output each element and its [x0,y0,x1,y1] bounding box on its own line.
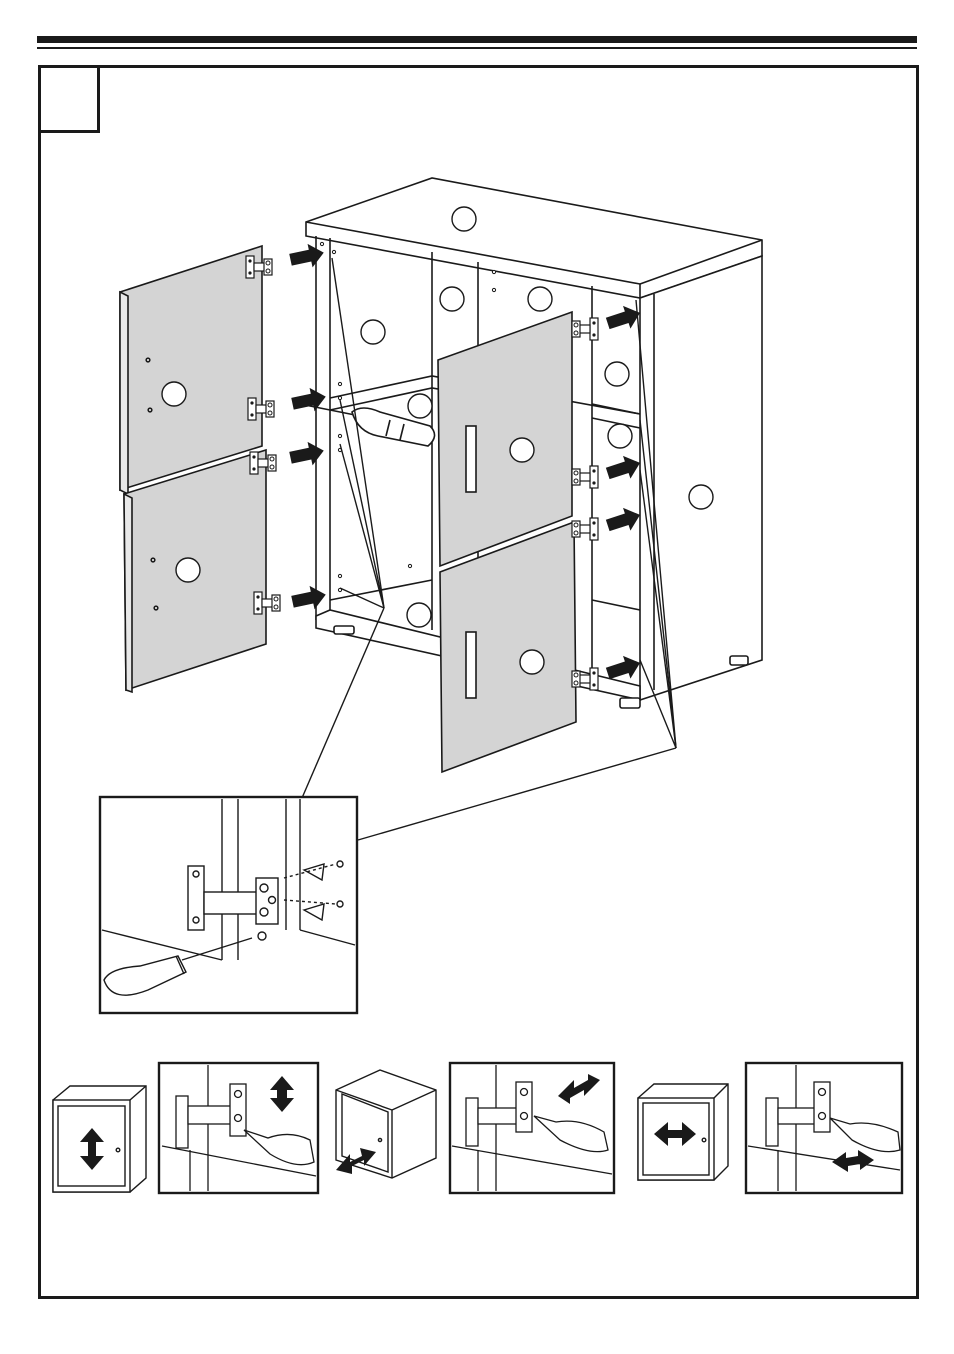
door-left-upper [119,244,263,496]
label-inner-divider-a [439,286,465,312]
hinge-icon [571,517,599,541]
left-right-arrow-icon [558,1074,600,1104]
arrow-right-icon [290,384,329,416]
hinge-detail-callout [98,795,359,1015]
part-labels [161,206,714,675]
callout-leaders [301,257,677,841]
label-bottom-shelf [406,602,432,628]
label-door-left-lower [175,557,201,583]
up-down-arrow-icon [270,1076,294,1112]
arrow-right-icon [288,438,327,470]
step-number-box [38,65,100,133]
header-rule-thin [37,47,917,49]
arrow-right-icon [604,503,644,537]
arrow-right-icon [290,582,329,614]
left-right-arrow-icon [832,1150,874,1172]
label-inner-divider-b [527,286,553,312]
label-door-right-upper [509,437,535,463]
label-left-shelf [407,393,433,419]
arrow-right-icon [288,240,327,272]
left-right-arrow-icon [654,1122,696,1146]
instruction-frame [38,65,919,1299]
adjust-vertical-detail [157,1061,320,1195]
label-door-left-upper [161,381,187,407]
in-out-arrow-icon [336,1148,376,1174]
adjust-lateral-detail [744,1061,904,1195]
header-rule-thick [37,36,917,43]
label-door-right-lower [519,649,545,675]
adjust-depth-detail [448,1061,616,1195]
arrow-right-icon [604,451,644,485]
label-right-inner-upper [604,361,630,387]
label-right-shelf [607,423,633,449]
door-right-lower [439,520,577,774]
label-top-panel [451,206,477,232]
hinge-icon [571,465,599,489]
hinge-icon [253,591,281,615]
up-down-arrow-icon [80,1128,104,1170]
screwdriver-icon [299,403,436,447]
label-inner-left-upper [360,319,386,345]
side-panel-right [639,254,763,702]
door-right-upper [437,310,573,568]
label-side-panel-right [688,484,714,510]
hinge-icon [571,317,599,341]
